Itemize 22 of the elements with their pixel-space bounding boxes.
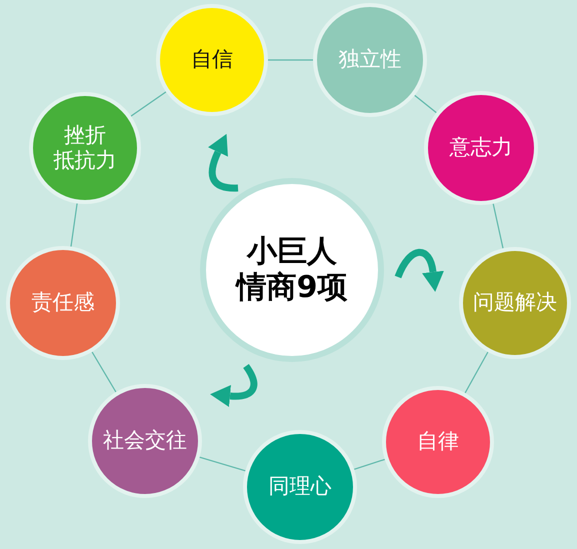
node-label: 责任感 xyxy=(32,290,94,316)
node-label: 同理心 xyxy=(268,474,332,500)
node-label: 挫折抵抗力 xyxy=(54,122,116,174)
curved-arrow xyxy=(208,134,238,192)
connector-line xyxy=(492,204,504,248)
node-label: 意志力 xyxy=(450,135,512,161)
node-label: 问题解决 xyxy=(473,290,557,316)
connector-line xyxy=(130,91,166,117)
node-label: 独立性 xyxy=(338,47,402,73)
node-label: 社会交往 xyxy=(103,428,187,454)
curved-arrow xyxy=(394,248,444,292)
curved-arrow xyxy=(210,364,258,407)
connector-line xyxy=(464,352,488,394)
connector-line xyxy=(70,203,78,247)
node-label: 自律 xyxy=(417,429,459,455)
node-label: 小巨人情商9项 xyxy=(236,234,348,306)
connector-line xyxy=(92,352,116,392)
connector-line xyxy=(199,456,246,472)
connector-line xyxy=(354,458,385,470)
connector-line xyxy=(268,59,313,61)
connector-line xyxy=(414,94,437,114)
node-label: 自信 xyxy=(191,47,233,73)
